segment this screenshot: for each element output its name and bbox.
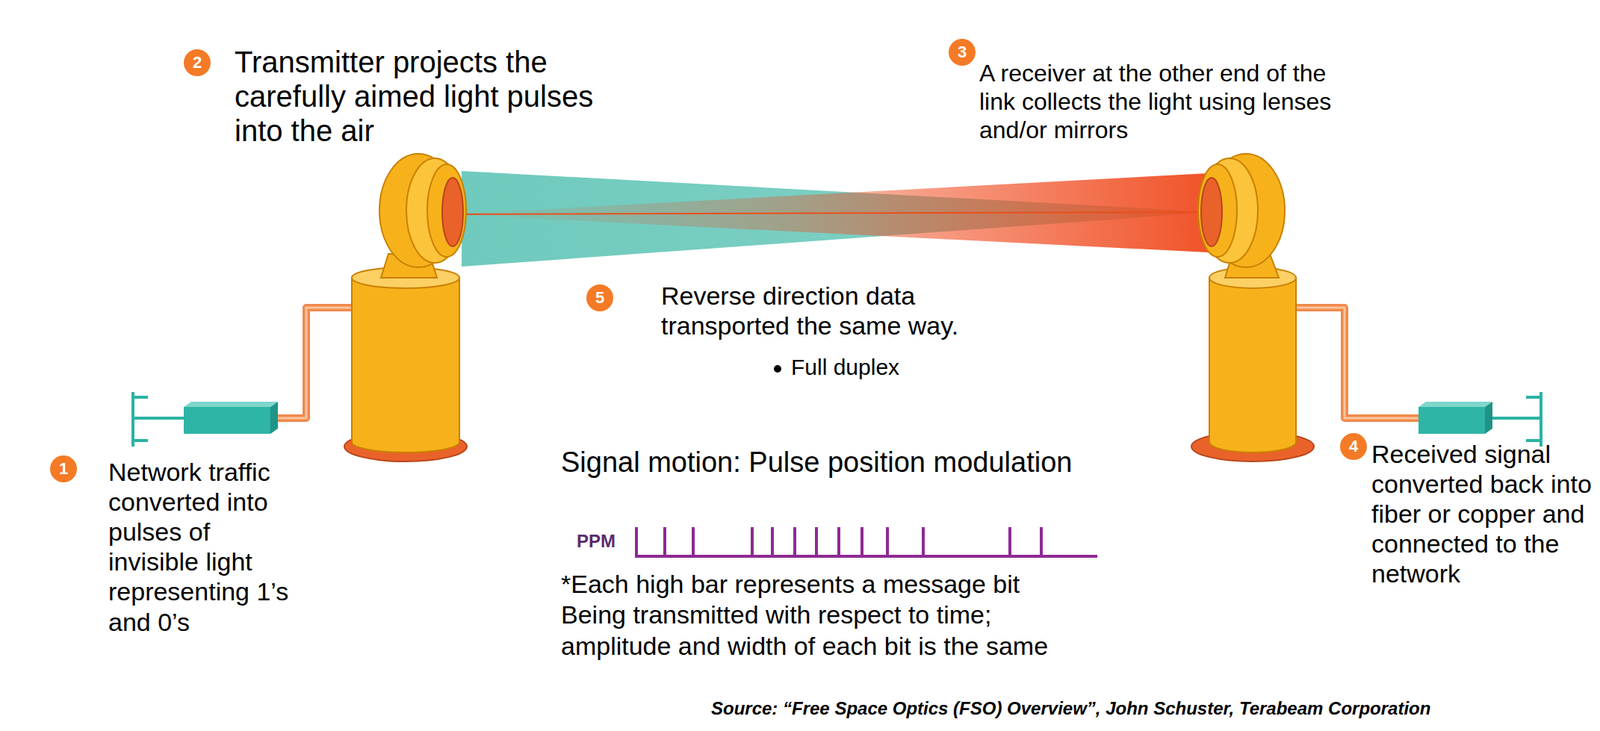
left-network bbox=[270, 307, 352, 419]
right-network bbox=[1295, 307, 1541, 447]
callout-number: 1 bbox=[50, 455, 77, 483]
transmitter-unit bbox=[442, 177, 464, 247]
left-network bbox=[183, 407, 271, 434]
ppm-pulse bbox=[921, 527, 925, 557]
ppm-pulse bbox=[885, 527, 889, 557]
note-text: *Each high bar represents a message bit … bbox=[560, 569, 1075, 662]
bullet-text: Full duplex bbox=[791, 354, 986, 381]
ppm-pulse bbox=[793, 527, 797, 557]
light-beams bbox=[448, 171, 1214, 267]
light-beams bbox=[448, 212, 1211, 215]
ppm-pulse bbox=[663, 527, 667, 557]
right-network bbox=[1484, 416, 1541, 420]
ppm-pulse bbox=[837, 527, 841, 557]
callout-number: 3 bbox=[948, 38, 976, 66]
ppm-pulse bbox=[860, 527, 864, 557]
ppm-pulse bbox=[750, 527, 754, 557]
right-network bbox=[1295, 307, 1419, 419]
left-network bbox=[270, 401, 278, 434]
left-network bbox=[132, 307, 352, 447]
description-text: Network traffic converted into pulses of… bbox=[108, 457, 305, 638]
callout-number: 2 bbox=[183, 49, 211, 77]
receiver-unit bbox=[1209, 277, 1296, 453]
left-network bbox=[132, 395, 148, 399]
left-network bbox=[132, 416, 184, 420]
signal-name: PPM bbox=[576, 531, 629, 552]
ppm-pulse bbox=[634, 527, 638, 557]
ppm-pulse bbox=[770, 527, 774, 557]
ppm-waveform bbox=[634, 554, 1098, 558]
right-network bbox=[1526, 395, 1541, 399]
transmitter-unit bbox=[351, 277, 460, 453]
left-network bbox=[183, 401, 278, 408]
left-network bbox=[270, 307, 352, 419]
ppm-pulse bbox=[1008, 527, 1012, 557]
description-text: Transmitter projects the carefully aimed… bbox=[234, 44, 631, 148]
description-text: Reverse direction data transported the s… bbox=[661, 280, 975, 341]
bullet-dot bbox=[773, 365, 782, 373]
receiver-unit bbox=[1201, 177, 1223, 247]
ppm-pulse bbox=[1039, 527, 1043, 557]
description-text: Received signal converted back into fibe… bbox=[1371, 439, 1595, 590]
receiver-unit bbox=[1191, 153, 1314, 462]
ppm-pulse bbox=[691, 527, 695, 557]
callout-number: 4 bbox=[1340, 433, 1367, 461]
right-network bbox=[1484, 401, 1493, 434]
transmitter-unit bbox=[427, 164, 467, 257]
right-network bbox=[1418, 401, 1493, 408]
ppm-waveform bbox=[634, 527, 1098, 557]
right-network bbox=[1418, 407, 1485, 434]
description-text: A receiver at the other end of the link … bbox=[979, 59, 1353, 145]
transmitter-unit bbox=[344, 153, 467, 462]
left-network bbox=[132, 439, 148, 443]
receiver-unit bbox=[1198, 164, 1237, 257]
callout-number: 5 bbox=[586, 284, 614, 312]
signal-heading: Signal motion: Pulse position modulation bbox=[560, 446, 1129, 480]
right-network bbox=[1295, 307, 1419, 419]
source-note: Source: “Free Space Optics (FSO) Overvie… bbox=[711, 698, 1593, 720]
ppm-pulse bbox=[814, 527, 818, 557]
